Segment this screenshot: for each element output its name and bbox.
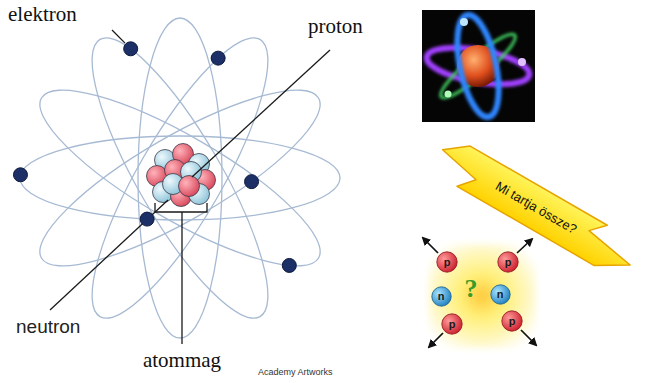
- proton-particle: p: [436, 251, 458, 273]
- banner-bolt: [430, 135, 641, 281]
- orbit-ellipse: [64, 18, 297, 337]
- particle-letter: p: [449, 318, 456, 331]
- electron-dot: [140, 212, 154, 226]
- part-label: proton: [308, 14, 363, 38]
- electron-dot: [124, 42, 138, 56]
- part-label: neutron: [16, 316, 80, 338]
- neutron-leader: [50, 200, 168, 310]
- particle-disc: [442, 314, 462, 334]
- proton-particle: p: [497, 251, 519, 273]
- repulsion-arrow: [517, 239, 532, 253]
- photo-electron: [518, 58, 526, 66]
- photo-electron: [460, 18, 468, 26]
- art-part: [424, 11, 532, 120]
- particle-letter: p: [505, 256, 512, 269]
- art-part: [423, 238, 536, 347]
- atom-photo: [422, 10, 535, 122]
- particle-disc: [498, 252, 518, 272]
- watermark: Academy Artworks: [258, 367, 333, 377]
- part-label: atommag: [143, 348, 221, 372]
- repulsion-arrow: [521, 330, 536, 345]
- electron-orbits: [20, 18, 340, 338]
- proton-particle: p: [501, 310, 523, 332]
- neutron-particle: n: [490, 284, 511, 305]
- electron-leader: [112, 30, 125, 43]
- neutron-particle: n: [431, 286, 452, 307]
- question-mark: ?: [465, 274, 478, 304]
- nucleus-forces-picture: [423, 238, 536, 348]
- purple-orbit: [424, 41, 532, 91]
- particle-disc: [490, 284, 509, 303]
- particle-letter: n: [497, 288, 504, 301]
- photo-electron: [445, 91, 452, 98]
- glow-background: [428, 244, 536, 348]
- blue-orbit: [450, 11, 507, 120]
- green-orbit: [435, 27, 521, 104]
- electron-dot: [13, 168, 27, 182]
- electron-dot: [282, 258, 296, 272]
- electrons: [13, 42, 296, 273]
- proton-leader: [192, 50, 330, 177]
- orbit-ellipse: [20, 62, 339, 295]
- particle-disc: [431, 286, 450, 305]
- nucleon-sphere: [179, 176, 200, 197]
- photo-background: [422, 10, 535, 122]
- nucleus-leader: [181, 212, 182, 344]
- electron-dot: [245, 175, 259, 189]
- particle-disc: [437, 252, 457, 272]
- particle-letter: p: [509, 315, 516, 328]
- atomic-nucleus: [147, 144, 216, 207]
- orbit-ellipse: [20, 62, 339, 295]
- proton-particle: p: [441, 313, 463, 335]
- particle-disc: [502, 311, 522, 331]
- repulsion-arrow: [423, 238, 438, 253]
- particle-letter: n: [438, 290, 445, 303]
- electron-dot: [211, 51, 225, 65]
- particle-letter: p: [444, 256, 451, 269]
- repulsion-arrow: [429, 333, 443, 347]
- nucleus-bracket: [155, 203, 207, 212]
- orbit-ellipse: [64, 18, 297, 337]
- leader-lines: [50, 30, 330, 344]
- part-label: elektron: [8, 2, 77, 26]
